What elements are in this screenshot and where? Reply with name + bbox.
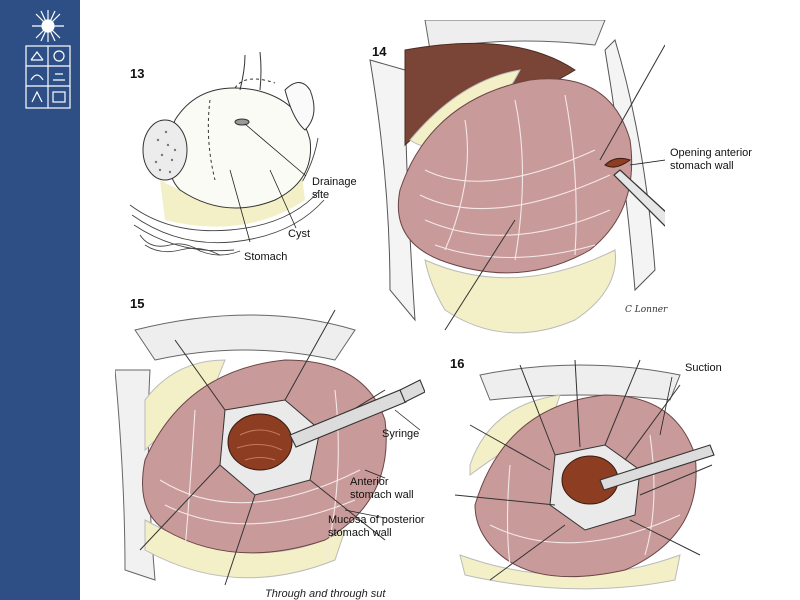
label-opening-anterior-stomach-wall: Opening anterior stomach wall (670, 147, 752, 172)
figure-16-number: 16 (450, 356, 465, 371)
figure-14-drawing (369, 20, 665, 334)
label-syringe: Syringe (382, 428, 420, 440)
figure-16-drawing (454, 359, 715, 590)
label-stomach: Stomach (244, 251, 288, 263)
figure-15-drawing (115, 309, 425, 586)
figure-13-number: 13 (130, 66, 145, 81)
label-suction: Suction (685, 362, 722, 374)
sidebar (0, 0, 80, 600)
artist-signature: C Lonner (625, 305, 668, 315)
label-cyst: Cyst (288, 228, 310, 240)
university-crest-icon (25, 10, 71, 109)
figure-caption-fragment: Through and through sut (265, 588, 386, 600)
figure-14-number: 14 (372, 44, 387, 59)
label-anterior-stomach-wall: Anterior stomach wall (350, 476, 414, 501)
label-mucosa-posterior-stomach-wall: Mucosa of posterior stomach wall (328, 514, 425, 539)
figure-15-number: 15 (130, 296, 145, 311)
figure-13-drawing (129, 51, 325, 256)
label-drainage-site: Drainage site (312, 176, 357, 201)
surgical-illustration-canvas: 13 (80, 0, 800, 600)
